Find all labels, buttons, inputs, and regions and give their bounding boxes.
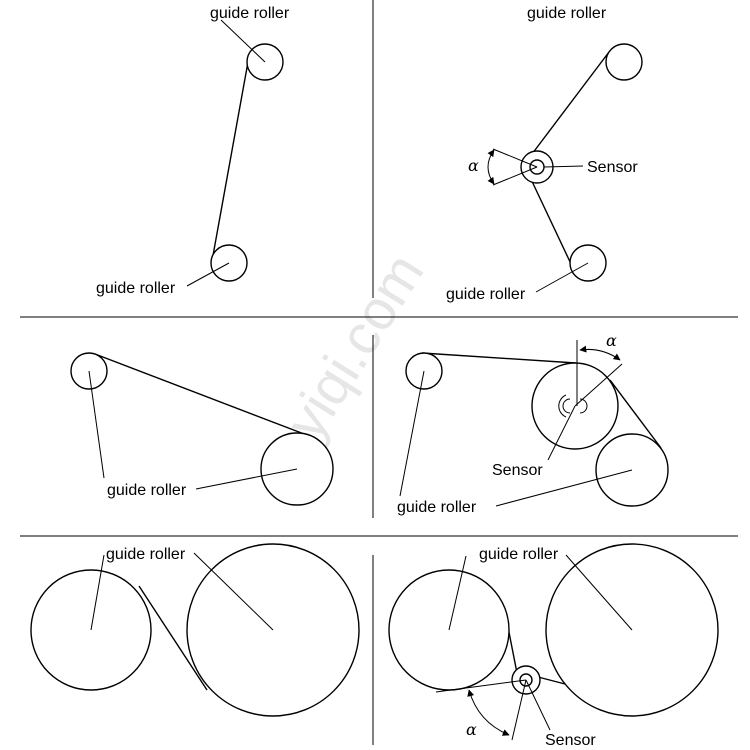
label-sensor: Sensor [492,462,543,479]
belt-segment [94,353,313,438]
leader-line [90,554,105,631]
belt-segment [528,51,610,159]
belt-segment [421,352,577,364]
label-guide-roller: guide roller [479,546,559,563]
label-sensor: Sensor [587,159,638,176]
angle-reference-line [511,679,527,741]
label-guide-roller: guide roller [446,286,526,303]
label-sensor: Sensor [545,732,596,749]
leader-line [535,262,589,293]
panel-3: guide roller [70,352,334,506]
leader-line [399,370,425,497]
leader-line [525,679,551,731]
angle-reference-line [492,166,538,186]
sensor-wave-icon [562,398,571,414]
panel-4: α Sensor guide roller [397,331,669,516]
label-guide-roller: guide roller [527,5,607,22]
label-guide-roller: guide roller [96,280,176,297]
belt-segment [138,585,208,691]
leader-line [88,370,105,479]
leader-line [565,554,633,631]
label-alpha: α [468,156,479,175]
angle-reference-line [492,148,538,168]
label-alpha: α [466,720,477,739]
panel-6: guide roller α Sensor [388,543,719,749]
leader-line [193,552,274,631]
label-guide-roller: guide roller [106,546,186,563]
leader-line [186,262,230,287]
guide-roller-top [605,43,643,81]
leader-line [220,19,266,63]
label-guide-roller: guide roller [210,5,290,22]
angle-reference-line [435,679,527,693]
leader-line [495,469,633,507]
panel-5: guide roller [30,543,360,717]
leader-line [195,468,298,490]
belt-segment [211,61,249,262]
sensor-wave-icon [558,394,567,418]
alpha-angle-arc [467,689,510,736]
label-guide-roller: guide roller [397,499,477,516]
belt-segment [528,174,573,267]
leader-line [448,555,467,631]
belt-segment [609,379,662,449]
label-alpha: α [606,331,617,350]
angle-reference-line [574,363,623,407]
panel-2: guide roller α Sensor guide roller [446,5,643,303]
belt-segment [537,676,566,685]
panel-1: guide roller guide roller [96,5,290,297]
leader-line [547,405,576,461]
label-guide-roller: guide roller [107,482,187,499]
alpha-angle-arc [579,345,621,361]
alpha-angle-arc [487,149,495,185]
leader-line [543,165,584,168]
